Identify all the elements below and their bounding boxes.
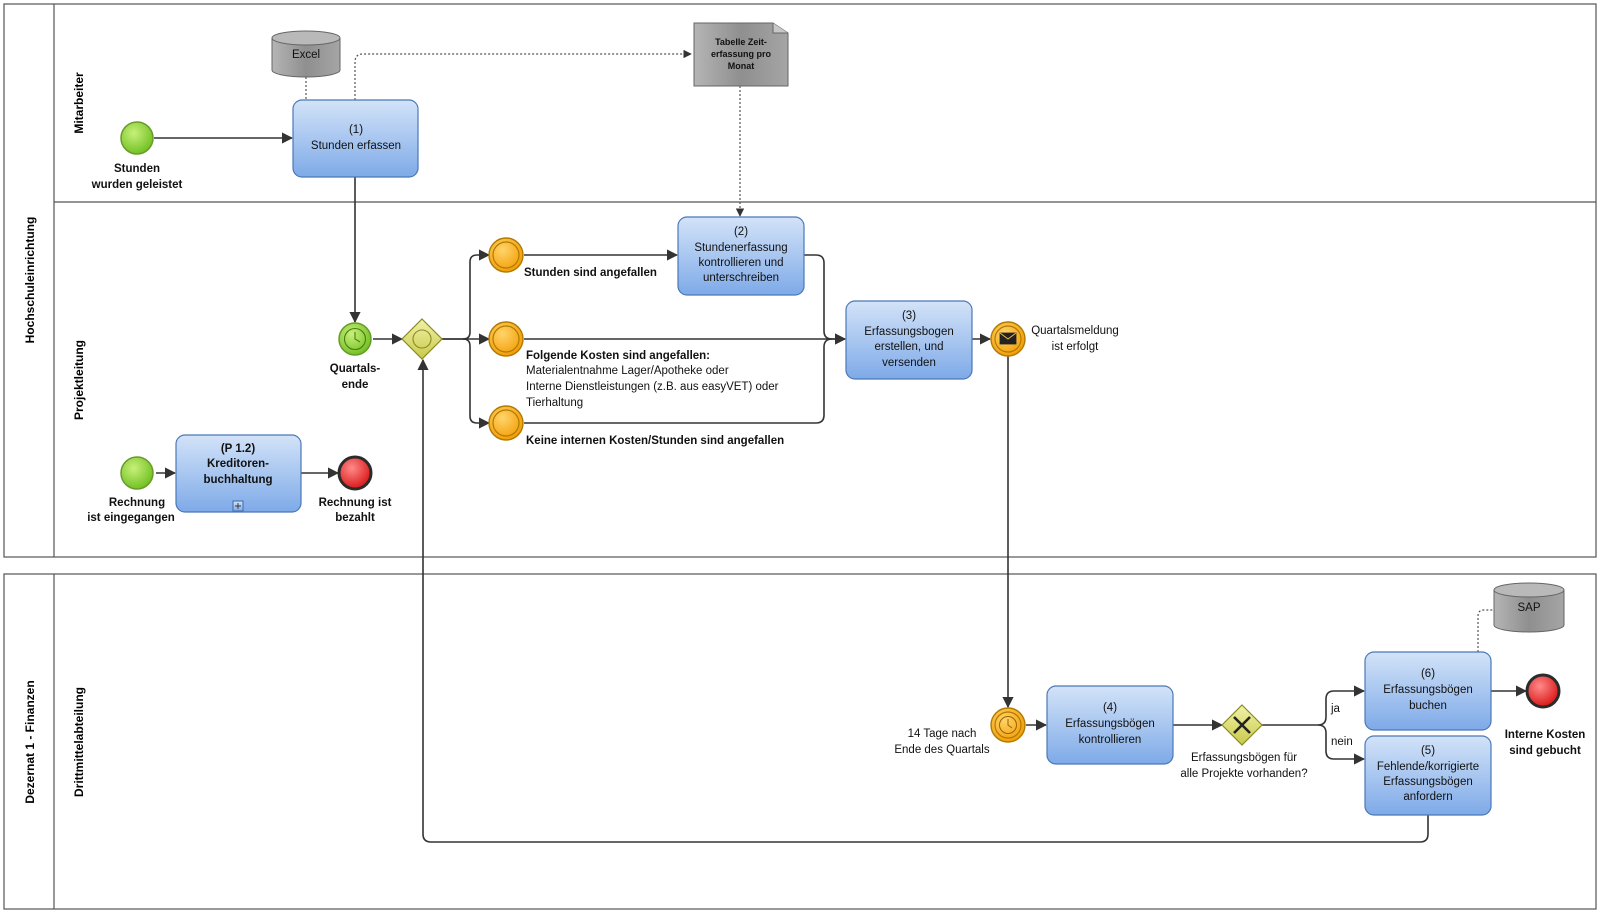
doc-line3: Monat [728,61,755,71]
message-event-quartalsmeldung[interactable] [990,321,1026,357]
flow-gateway-to-nocosts [462,338,491,429]
task-6-erfassungsboegen-buchen[interactable]: (6) Erfassungsbögen buchen [1364,651,1492,731]
associations [305,49,1494,652]
svg-text:Kreditoren-: Kreditoren- [207,458,269,470]
lane-label-projektleitung: Projektleitung [72,340,86,420]
svg-text:kontrollieren und: kontrollieren und [698,257,783,269]
event-stunden-angefallen[interactable] [488,237,524,273]
timer-quartalsende-label-2: ende [342,379,369,391]
svg-text:Erfassungsbogen: Erfassungsbogen [864,326,954,338]
assoc-sap [1477,609,1494,652]
clock-icon [1007,719,1013,729]
flow-task5-loop-back [417,358,1429,843]
task-4-erfassungsboegen-kontrollieren[interactable]: (4) Erfassungsbögen kontrollieren [1046,685,1174,765]
svg-text:(4): (4) [1103,702,1117,714]
svg-text:versenden: versenden [882,357,936,369]
message-label-2: ist erfolgt [1052,341,1099,353]
document-zeiterfassung: Tabelle Zeit- erfassung pro Monat [693,22,789,87]
end-kosten-label-2: sind gebucht [1509,745,1581,757]
timer-event-quartalsende[interactable] [338,322,372,356]
message-label-1: Quartalsmeldung [1031,325,1119,337]
sap-datastore: SAP [1493,582,1565,633]
pool-label-hochschuleinrichtung: Hochschuleinrichtung [23,217,37,344]
x-icon [1233,716,1251,734]
svg-text:buchen: buchen [1409,700,1447,712]
timer-event-14-tage[interactable] [990,707,1026,743]
excel-datastore: Excel [271,30,341,78]
end-rechnung-label-2: bezahlt [335,512,375,524]
svg-text:(P 1.2): (P 1.2) [221,443,255,455]
gateway-yes-label: ja [1330,703,1341,715]
end-rechnung-label-1: Rechnung ist [319,497,392,509]
svg-text:erstellen, und: erstellen, und [874,341,943,353]
svg-text:buchhaltung: buchhaltung [204,474,273,486]
start-stunden-label-2: wurden geleistet [91,179,183,191]
svg-text:unterschreiben: unterschreiben [703,272,779,284]
lane-label-mitarbeiter: Mitarbeiter [72,72,86,134]
doc-line1: Tabelle Zeit- [715,37,767,47]
start-event-stunden[interactable] [120,121,154,155]
event-stunden-angefallen-label: Stunden sind angefallen [524,267,657,279]
event-keine-kosten-label: Keine internen Kosten/Stunden sind angef… [526,435,784,447]
gateway-no-label: nein [1331,736,1353,748]
lane-label-drittmittelabteilung: Drittmittelabteilung [72,687,86,797]
assoc-task1-to-doc [354,49,692,100]
svg-text:(3): (3) [902,310,916,322]
clock-icon [354,332,361,343]
svg-text:(2): (2) [734,226,748,238]
task-1-stunden-erfassen[interactable]: (1) Stunden erfassen [292,99,419,178]
start-event-rechnung[interactable] [120,456,154,490]
svg-text:Stundenerfassung: Stundenerfassung [694,242,787,254]
event-kosten-label-2: Materialentnahme Lager/Apotheke oder [526,365,729,377]
task-5-erfassungsboegen-anfordern[interactable]: (5) Fehlende/korrigierte Erfassungsbögen… [1364,735,1492,816]
flow-gateway2-to-task5 [1317,724,1366,765]
svg-text:kontrollieren: kontrollieren [1079,734,1142,746]
pool-dezernat-finanzen: Dezernat 1 - Finanzen Drittmittelabteilu… [3,573,1597,910]
pool-label-dezernat: Dezernat 1 - Finanzen [23,680,37,803]
svg-text:Erfassungsbögen: Erfassungsbögen [1383,776,1473,788]
start-rechnung-label-1: Rechnung [109,497,165,509]
flow-nocosts-to-task3 [524,338,833,424]
svg-text:(6): (6) [1421,668,1435,680]
svg-text:(1): (1) [349,124,363,136]
timer-14-label-2: Ende des Quartals [894,744,990,756]
excel-label: Excel [292,49,320,61]
doc-line2: erfassung pro [711,49,772,59]
event-keine-kosten[interactable] [488,405,524,441]
timer-quartalsende-label-1: Quartals- [330,363,381,375]
start-rechnung-label-2: ist eingegangen [87,512,175,524]
gateway-question-2: alle Projekte vorhanden? [1180,768,1307,780]
svg-text:Erfassungsbögen: Erfassungsbögen [1383,684,1473,696]
svg-text:Stunden erfassen: Stunden erfassen [311,140,401,152]
end-kosten-label-1: Interne Kosten [1505,729,1586,741]
timer-14-label-1: 14 Tage nach [908,728,977,740]
start-stunden-label-1: Stunden [114,163,160,175]
svg-text:Erfassungsbögen: Erfassungsbögen [1065,718,1155,730]
event-kosten-angefallen[interactable] [488,321,524,357]
event-kosten-label-3: Interne Dienstleistungen (z.B. aus easyV… [526,381,779,393]
exclusive-gateway[interactable] [1221,704,1263,746]
svg-text:Fehlende/korrigierte: Fehlende/korrigierte [1377,761,1479,773]
task-3-erfassungsbogen-erstellen[interactable]: (3) Erfassungsbogen erstellen, und verse… [845,300,973,380]
end-event-interne-kosten[interactable] [1525,673,1561,709]
event-based-gateway[interactable] [401,318,443,360]
sequence-flows [154,132,1528,843]
gateway-question-1: Erfassungsbögen für [1191,752,1297,764]
flow-gateway2-to-task6 [1262,685,1366,726]
task-p12-kreditorenbuchhaltung[interactable]: (P 1.2) Kreditoren- buchhaltung [175,434,302,513]
task-2-stundenerfassung-kontrollieren[interactable]: (2) Stundenerfassung kontrollieren und u… [677,216,805,296]
sap-label: SAP [1517,602,1540,614]
event-kosten-label-1: Folgende Kosten sind angefallen: [526,350,710,362]
svg-text:(5): (5) [1421,745,1435,757]
event-kosten-label-4: Tierhaltung [526,397,583,409]
end-event-rechnung-bezahlt[interactable] [337,455,373,491]
svg-text:anfordern: anfordern [1403,791,1452,803]
